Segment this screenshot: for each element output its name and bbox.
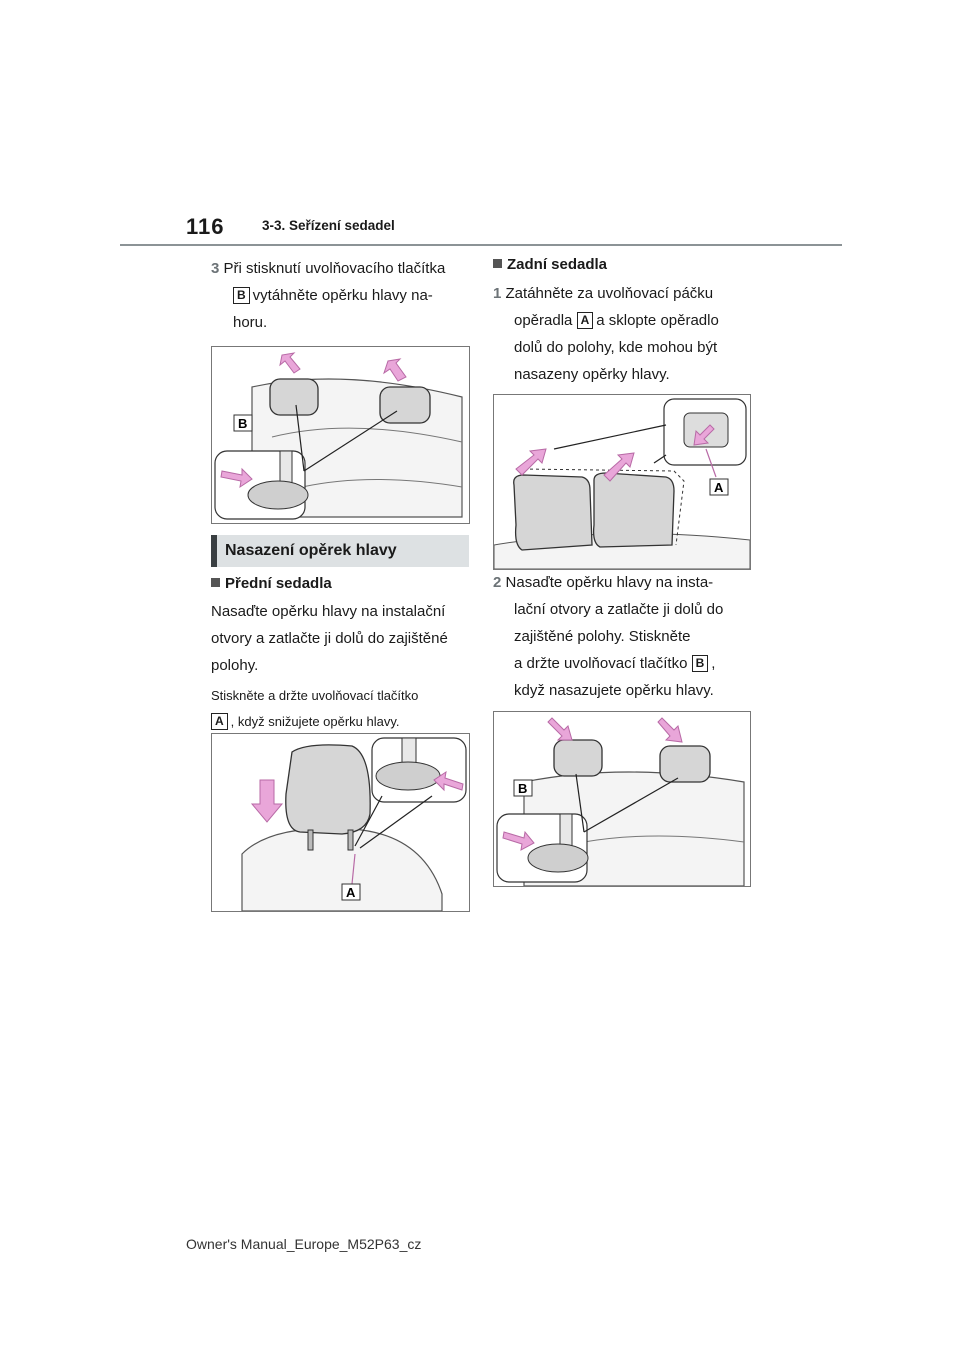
rear-seats-block: Zadní sedadla 1 Zatáhněte za uvolňovací … bbox=[493, 255, 763, 388]
label-b-badge: B bbox=[691, 655, 709, 672]
step-line: lační otvory a zatlačte ji dolů do bbox=[514, 601, 724, 618]
step-line: nasazeny opěrky hlavy. bbox=[514, 366, 670, 383]
body-line: Nasaďte opěrku hlavy na instalační bbox=[211, 603, 446, 620]
step-line: zajištěné polohy. Stiskněte bbox=[514, 628, 691, 645]
step-line: Zatáhněte za uvolňovací páčku bbox=[505, 285, 714, 302]
footer: Owner's Manual_Europe_M52P63_cz bbox=[186, 1236, 422, 1252]
figure-front-headrest: A bbox=[211, 733, 470, 912]
label-b-badge: B bbox=[233, 287, 250, 304]
section-heading: Nasazení opěrek hlavy bbox=[211, 535, 469, 567]
step-2-text: 2 Nasaďte opěrku hlavy na insta- lační o… bbox=[493, 569, 763, 704]
figure-rear-seatback: A bbox=[493, 394, 751, 570]
label-a-badge: A bbox=[211, 713, 228, 730]
rear-seats-title: Zadní sedadla bbox=[507, 256, 608, 273]
step-line: vytáhněte opěrku hlavy na- bbox=[252, 287, 433, 304]
figure-label-b: B bbox=[238, 416, 247, 431]
label-a-badge: A bbox=[576, 312, 594, 329]
figure-label-b: B bbox=[518, 781, 527, 796]
step-number: 3 bbox=[211, 260, 220, 277]
step-number: 1 bbox=[493, 285, 502, 302]
step-line: Nasaďte opěrku hlavy na insta- bbox=[505, 574, 714, 591]
section-title: 3-3. Seřízení sedadel bbox=[262, 218, 395, 233]
front-seats-block: Přední sedadla Nasaďte opěrku hlavy na i… bbox=[211, 574, 471, 735]
body-line: polohy. bbox=[211, 657, 259, 674]
step-line: Při stisknutí uvolňovacího tlačítka bbox=[223, 260, 446, 277]
note-line: , když snižujete opěrku hlavy. bbox=[230, 714, 400, 729]
header-rule bbox=[120, 244, 842, 246]
step-line: a držte uvolňovací tlačítko bbox=[514, 655, 688, 672]
body-line: otvory a zatlačte ji dolů do zajištěné bbox=[211, 630, 448, 647]
step-line: a sklopte opěradlo bbox=[596, 312, 719, 329]
step-line: , bbox=[711, 655, 716, 672]
step-number: 2 bbox=[493, 574, 502, 591]
figure-label-a: A bbox=[714, 480, 724, 495]
front-seats-title: Přední sedadla bbox=[225, 575, 332, 592]
bullet-square-icon bbox=[211, 578, 220, 587]
step-line: opěradla bbox=[514, 312, 573, 329]
figure-raise-headrests: B bbox=[211, 346, 470, 524]
step-line: když nasazujete opěrku hlavy. bbox=[514, 682, 714, 699]
figure-install-headrests: B bbox=[493, 711, 751, 887]
page-number: 116 bbox=[186, 214, 225, 239]
note-line: Stiskněte a držte uvolňovací tlačítko bbox=[211, 688, 419, 703]
figure-label-a: A bbox=[346, 885, 356, 900]
step-line: horu. bbox=[233, 314, 268, 331]
bullet-square-icon bbox=[493, 259, 502, 268]
step-line: dolů do polohy, kde mohou být bbox=[514, 339, 718, 356]
